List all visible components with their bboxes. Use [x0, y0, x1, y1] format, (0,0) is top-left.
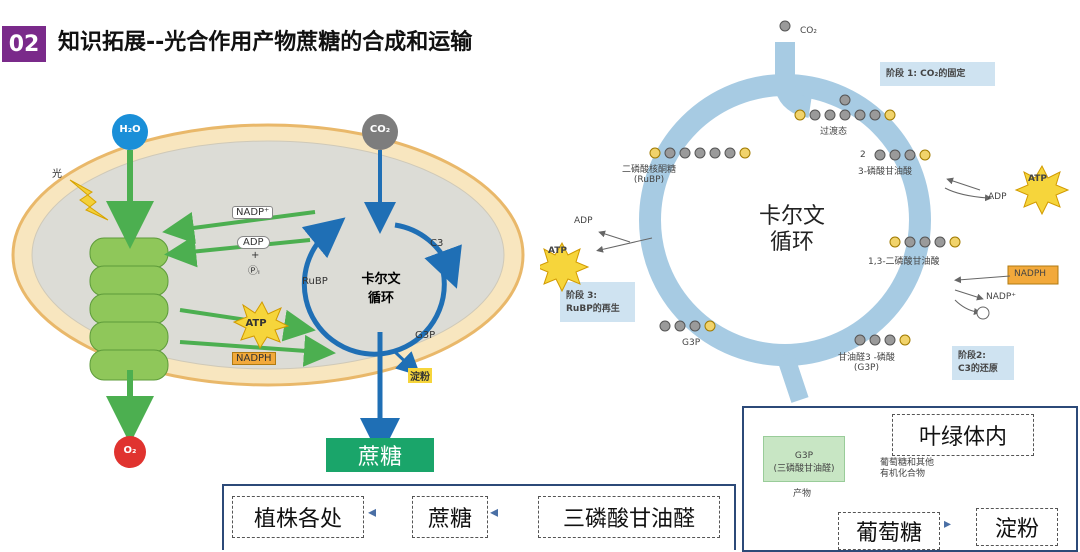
co2-label: CO₂: [369, 124, 391, 135]
stage3-label: 阶段 3:RuBP的再生: [566, 291, 620, 314]
triose-box: 三磷酸甘油醛: [538, 496, 720, 538]
g3p-label-right: 甘油醛3 -磷酸(G3P): [838, 353, 895, 373]
rubp-label-right: 二磷酸核酮糖(RuBP): [622, 165, 677, 185]
plant-box: 植株各处: [232, 496, 364, 538]
starch-label-left: 淀粉: [408, 368, 432, 383]
stage2-label: 阶段2:C3的还原: [958, 351, 998, 374]
cycle-label-left: 卡尔文循环: [361, 272, 401, 306]
chloroplast-box: 叶绿体内: [892, 414, 1034, 456]
bpga-label: 1,3-二磷酸甘油酸: [868, 257, 940, 267]
glucose-note: 葡萄糖和其他有机化合物: [880, 458, 935, 479]
sucrose-box-left: 蔗糖: [326, 438, 434, 472]
stage3-box: [560, 282, 635, 322]
atp-left-label: ATP: [548, 246, 568, 256]
atp-burst-icon: [232, 300, 290, 350]
adp-label: ADP: [237, 236, 270, 249]
stage2-box: [952, 346, 1014, 380]
co2-circle: [362, 114, 398, 150]
nadph-label: NADPH: [232, 352, 276, 365]
chloroplast-diagram: [11, 114, 525, 468]
nadph-box: [1007, 265, 1059, 285]
co2-label-right: CO₂: [800, 26, 817, 36]
nadp-plus-right-label: NADP⁺: [986, 292, 1016, 302]
transport-panel: [222, 484, 736, 550]
light-label: 光: [52, 169, 62, 180]
starch-box: 淀粉: [976, 508, 1058, 546]
calvin-cycle-diagram: [540, 20, 1070, 403]
c3-label: C3: [430, 238, 444, 249]
stage1-box: [880, 62, 995, 86]
nadp-plus-label: NADP⁺: [232, 206, 274, 219]
o2-label: O₂: [123, 445, 137, 456]
atp-label: ATP: [245, 318, 267, 329]
h2o-circle: [112, 114, 148, 150]
transition-label: 过渡态: [820, 127, 848, 137]
cycle-label-right: 卡尔文循环: [758, 204, 825, 255]
adp-top-label: ADP: [988, 192, 1007, 202]
arrow-right-icon: ▸: [944, 516, 952, 532]
plus-label: +: [251, 250, 260, 261]
rubp-label: RuBP: [302, 276, 328, 287]
sucrose-box: 蔗糖: [412, 496, 488, 538]
pi-circle-icon: [976, 306, 990, 320]
o2-circle: [114, 436, 146, 468]
glucose-box: 葡萄糖: [838, 512, 940, 550]
g3p-label: G3P: [415, 330, 436, 341]
arrow-left-icon-1: ◂: [368, 502, 377, 521]
pga-count: 2: [860, 150, 866, 160]
adp-left-label: ADP: [574, 216, 593, 226]
h2o-label: H₂O: [119, 124, 141, 135]
pga-label: 3-磷酸甘油酸: [858, 167, 912, 177]
nadph-right-label: NADPH: [1014, 269, 1047, 279]
g3p-left-label: G3P: [682, 338, 701, 348]
atp-right-label: ATP: [1028, 174, 1048, 184]
section-number: 02: [2, 26, 46, 62]
arrow-left-icon-2: ◂: [490, 502, 499, 521]
atp-burst-left-icon: [540, 241, 590, 293]
thylakoid-stack-icon: [89, 237, 169, 381]
pi-label: Ⓟᵢ: [248, 266, 260, 277]
g3p-box: G3P (三磷酸甘油醛): [763, 436, 845, 482]
lightning-icon: [69, 179, 109, 221]
page-title: 知识拓展--光合作用产物蔗糖的合成和运输: [58, 30, 473, 55]
stage1-label: 阶段 1: CO₂的固定: [886, 69, 966, 79]
product-label: 产物: [793, 489, 812, 499]
atp-burst-right-icon: [1014, 164, 1070, 216]
